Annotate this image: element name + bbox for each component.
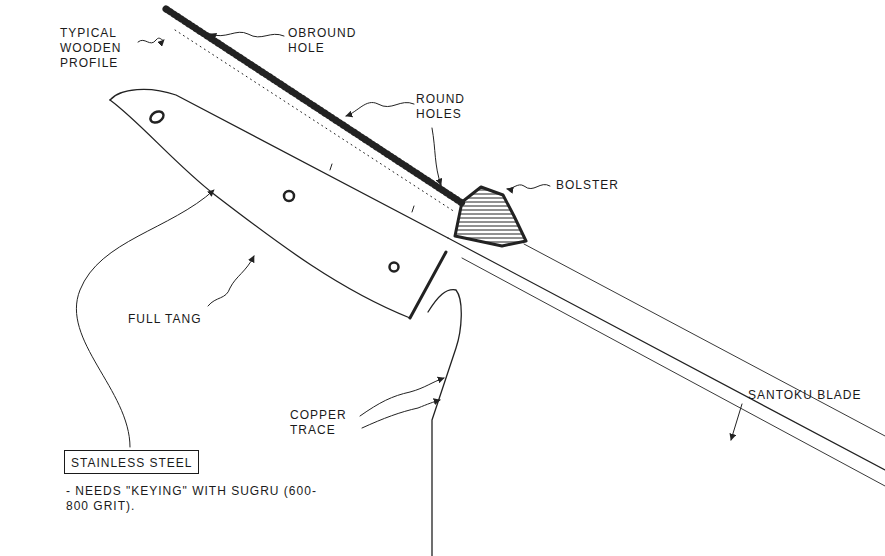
annotation-label: COPPER TRACE	[290, 408, 360, 438]
annotation-label: OBROUND HOLE	[288, 26, 372, 56]
annotation-label: - NEEDS "KEYING" WITH SUGRU (600-800 GRI…	[66, 484, 326, 514]
material-box: STAINLESS STEEL	[64, 450, 199, 474]
annotation-label: TYPICAL WOODEN PROFILE	[60, 26, 132, 71]
annotation-label: FULL TANG	[128, 312, 201, 327]
box-text: STAINLESS STEEL	[71, 456, 192, 470]
annotation-label: BOLSTER	[556, 178, 619, 193]
annotation-label: ROUND HOLES	[416, 92, 486, 122]
annotation-label: SANTOKU BLADE	[748, 388, 861, 403]
